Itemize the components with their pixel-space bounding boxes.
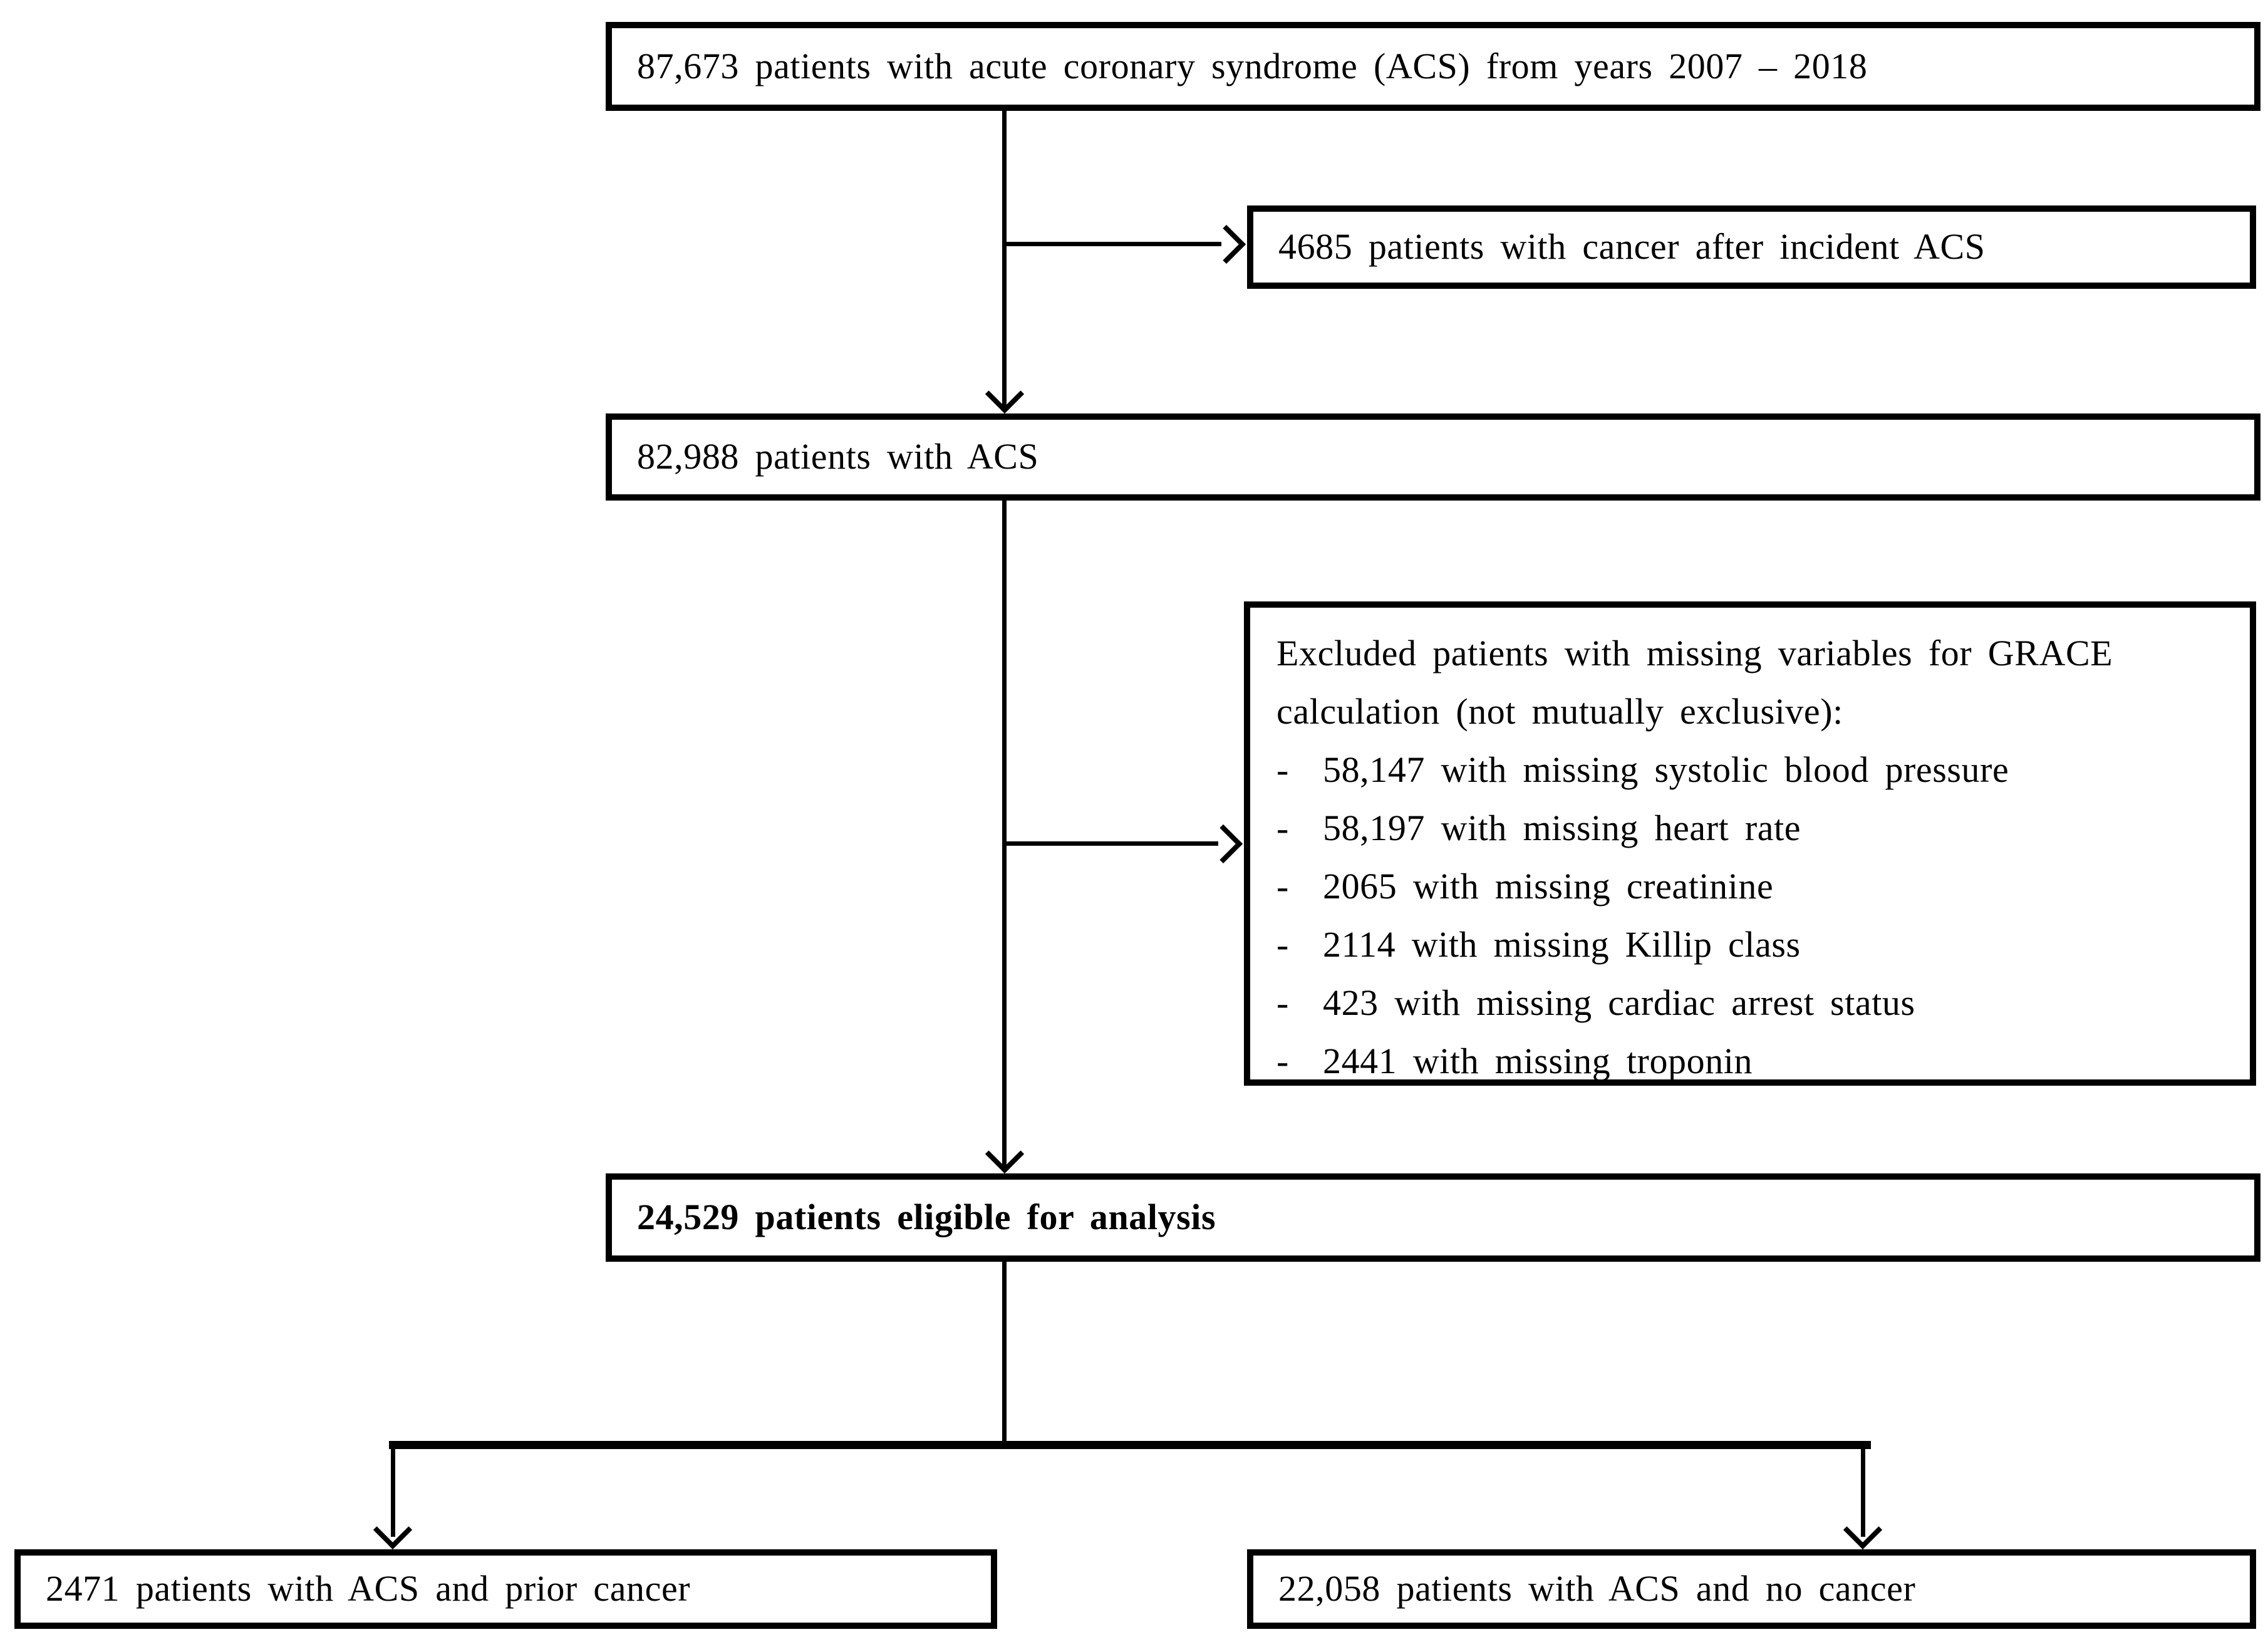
connector-branch-excluded [1005,841,1218,846]
box-acs-prior-cancer: 2471 patients with ACS and prior cancer [14,1549,997,1629]
box-acs-patients: 82,988 patients with ACS [606,413,2260,501]
connector-eligible-to-split [1002,1262,1007,1445]
excluded-item-text: 58,147 with missing systolic blood press… [1323,749,2009,790]
connector-branch-cancer-after [1005,242,1221,246]
box-acs-prior-cancer-text: 2471 patients with ACS and prior cancer [46,1568,691,1609]
excluded-item: - 2114 with missing Killip class [1276,915,2224,974]
bullet-dash: - [1276,924,1289,965]
box-total-acs-patients: 87,673 patients with acute coronary synd… [606,22,2260,111]
excluded-item: - 423 with missing cardiac arrest status [1276,974,2224,1032]
bullet-dash: - [1276,808,1289,848]
excluded-item-text: 58,197 with missing heart rate [1323,808,1801,848]
box-eligible-for-analysis: 24,529 patients eligible for analysis [606,1173,2260,1262]
box-acs-patients-text: 82,988 patients with ACS [637,436,1039,477]
box-acs-no-cancer-text: 22,058 patients with ACS and no cancer [1278,1568,1916,1609]
box-eligible-for-analysis-text: 24,529 patients eligible for analysis [637,1197,1216,1238]
excluded-item: - 2441 with missing troponin [1276,1032,2224,1090]
connector-acs-to-eligible [1002,501,1007,1167]
arrowhead-down-to-prior-cancer-icon [373,1510,413,1550]
excluded-item-text: 2065 with missing creatinine [1323,866,1774,907]
bullet-dash: - [1276,1041,1289,1081]
excluded-item: - 2065 with missing creatinine [1276,857,2224,915]
excluded-item: - 58,147 with missing systolic blood pre… [1276,741,2224,799]
box-total-acs-patients-text: 87,673 patients with acute coronary synd… [637,45,1868,86]
excluded-item-text: 423 with missing cardiac arrest status [1323,982,1915,1023]
excluded-item-text: 2114 with missing Killip class [1323,924,1801,965]
arrowhead-right-to-excluded-icon [1203,824,1243,864]
box-excluded-missing-variables: Excluded patients with missing variables… [1244,601,2256,1086]
connector-split-bar [389,1441,1871,1449]
excluded-item: - 58,197 with missing heart rate [1276,799,2224,857]
box-cancer-after-incident-acs: 4685 patients with cancer after incident… [1247,205,2256,289]
arrowhead-down-to-acs-icon [985,374,1025,414]
connector-split-to-no-cancer [1861,1441,1865,1537]
excluded-box-list: - 58,147 with missing systolic blood pre… [1276,741,2224,1090]
connector-split-to-prior-cancer [391,1441,395,1537]
bullet-dash: - [1276,866,1289,907]
arrowhead-down-to-no-cancer-icon [1843,1510,1883,1550]
arrowhead-right-to-cancer-after-icon [1206,224,1246,264]
excluded-box-title: Excluded patients with missing variables… [1276,633,2113,732]
bullet-dash: - [1276,982,1289,1023]
excluded-item-text: 2441 with missing troponin [1323,1041,1753,1081]
arrowhead-down-to-eligible-icon [985,1134,1025,1174]
box-cancer-after-incident-acs-text: 4685 patients with cancer after incident… [1278,226,1986,268]
box-acs-no-cancer: 22,058 patients with ACS and no cancer [1247,1549,2256,1629]
bullet-dash: - [1276,749,1289,790]
connector-total-to-acs [1002,111,1007,407]
